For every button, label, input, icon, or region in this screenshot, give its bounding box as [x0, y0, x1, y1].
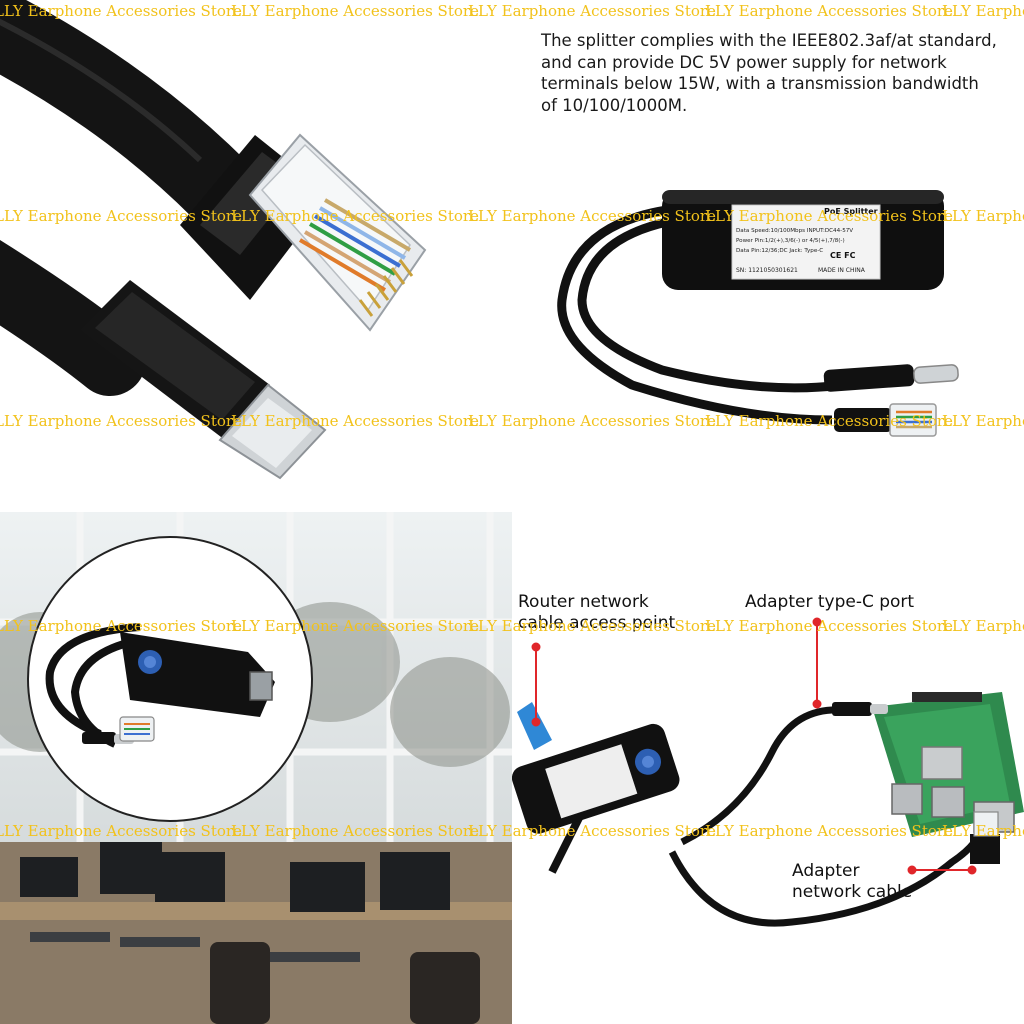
- label-title: PoE Splitter: [824, 207, 878, 216]
- spec-description: The splitter complies with the IEEE802.3…: [541, 30, 1001, 116]
- callout-line: Router network: [518, 592, 649, 612]
- label-serial: SN: 1121050301621: [736, 267, 798, 274]
- office-scene-photo: [0, 512, 512, 1024]
- connector-closeup-photo: [0, 0, 512, 512]
- connection-diagram-photo: [512, 512, 1024, 1024]
- typec-callout: Adapter type-C port: [745, 592, 914, 613]
- spec-line: and can provide DC 5V power supply for n…: [541, 52, 947, 72]
- label-power-pin: Power Pin:1/2(+),3/6(-) or 4/5(+),7/8(-): [736, 238, 845, 244]
- callout-line: Adapter: [792, 861, 860, 881]
- spec-line: of 10/100/1000M.: [541, 95, 688, 115]
- rj45-and-typec-illustration: [0, 0, 427, 480]
- raspberry-pi-connection-illustration: [512, 617, 1024, 927]
- label-data-pin: Data Pin:12/36;DC Jack: Type-C: [736, 248, 823, 254]
- adapter-callout: Adapter network cable: [792, 861, 912, 903]
- callout-line: network cable: [792, 882, 913, 902]
- spec-line: terminals below 15W, with a transmission…: [541, 74, 979, 93]
- label-made-in: MADE IN CHINA: [818, 267, 866, 274]
- office-background-illustration: [0, 512, 512, 1024]
- callout-line: cable access point: [518, 613, 676, 633]
- router-callout: Router network cable access point: [518, 592, 675, 634]
- callout-line: Adapter type-C port: [745, 592, 915, 612]
- label-speed: Data Speed:10/100Mbps INPUT:DC44-57V: [736, 228, 853, 234]
- splitter-spec-panel: PoE Splitter Data Speed:10/100Mbps INPUT…: [512, 0, 1024, 512]
- spec-line: The splitter complies with the IEEE802.3…: [541, 31, 997, 50]
- splitter-device-illustration: PoE Splitter Data Speed:10/100Mbps INPUT…: [557, 190, 959, 437]
- label-marks: CE FC: [830, 251, 856, 260]
